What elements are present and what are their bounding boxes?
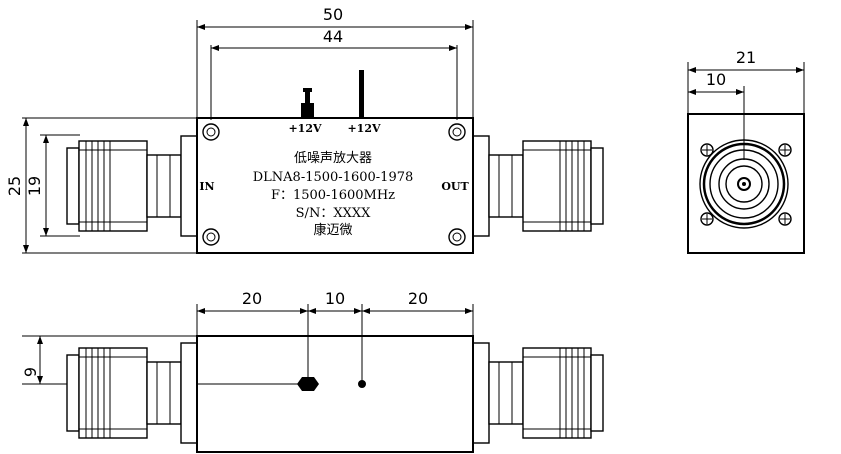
connector-face — [699, 139, 789, 229]
power-terminal-left — [301, 88, 314, 118]
side-left-connector — [66, 342, 198, 444]
dim-body-height: 19 — [25, 176, 44, 196]
top-view: 50 44 25 19 — [5, 5, 604, 254]
dim-left-spacing: 20 — [242, 289, 262, 308]
label-serial: S/N：XXXX — [296, 206, 371, 221]
power-terminal-right — [359, 70, 364, 118]
dim-side-height: 9 — [21, 367, 40, 377]
dim-right-spacing: 20 — [408, 289, 428, 308]
port-in-label: IN — [199, 180, 214, 193]
side-right-connector — [472, 342, 604, 444]
label-frequency: F：1500-1600MHz — [271, 188, 395, 203]
power-label-right: +12V — [347, 122, 381, 135]
dim-center-spacing: 10 — [325, 289, 345, 308]
side-pin-terminal — [358, 380, 366, 388]
side-body — [196, 335, 474, 453]
dim-body-length: 44 — [323, 27, 343, 46]
dim-overall-height: 25 — [5, 176, 24, 196]
dim-flange-width: 21 — [736, 48, 756, 67]
label-brand: 康迈微 — [313, 222, 352, 238]
dim-overall-length: 50 — [323, 5, 343, 24]
amplifier-body — [196, 117, 474, 254]
port-out-label: OUT — [441, 180, 469, 193]
corner-screws — [700, 143, 792, 226]
end-view: 21 10 — [687, 48, 805, 254]
side-hex-terminal — [297, 377, 319, 391]
flange-square — [687, 113, 805, 254]
power-label-left: +12V — [288, 122, 322, 135]
left-connector — [66, 135, 198, 237]
label-title: 低噪声放大器 — [294, 151, 372, 166]
label-model: DLNA8-1500-1600-1978 — [253, 170, 414, 185]
right-connector — [472, 135, 604, 237]
side-view: 20 10 20 9 — [21, 289, 604, 453]
dim-connector-offset: 10 — [706, 70, 726, 89]
